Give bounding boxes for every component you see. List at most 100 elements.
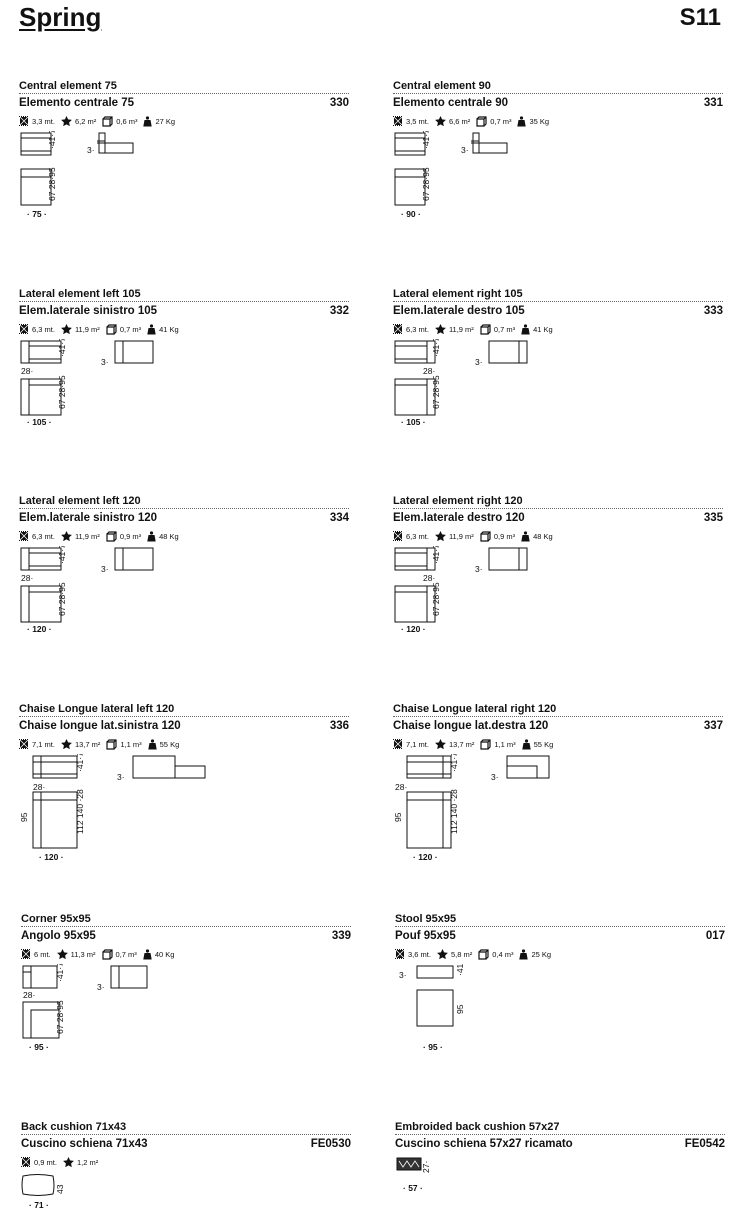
spec-area-value: 11,9 m² bbox=[74, 324, 100, 334]
spec-area-value: 6,6 m² bbox=[448, 116, 471, 126]
fabric-icon bbox=[19, 739, 29, 749]
svg-text:3·: 3· bbox=[117, 772, 125, 782]
spec-volume: 0,9 m³ bbox=[106, 530, 141, 542]
fabric-icon bbox=[393, 116, 403, 126]
spec-area: 11,9 m² bbox=[61, 531, 100, 541]
spec-weight-value: 35 Kg bbox=[529, 116, 550, 126]
svg-text:67 28·95: 67 28·95 bbox=[431, 582, 441, 616]
spec-fabric: 6,3 mt. bbox=[393, 531, 429, 541]
product-row: Pouf 95x95 017 bbox=[395, 927, 725, 945]
width-dimension: · 57 · bbox=[403, 1183, 423, 1193]
product-name-it: Elemento centrale 90 bbox=[393, 97, 509, 109]
svg-text:67 28·95: 67 28·95 bbox=[55, 1000, 65, 1034]
weight-icon bbox=[147, 738, 157, 750]
svg-text:·41·70: ·41·70 bbox=[57, 339, 67, 357]
area-icon bbox=[56, 949, 68, 959]
spec-area: 13,7 m² bbox=[61, 739, 100, 749]
spec-fabric: 0,9 mt. bbox=[21, 1157, 57, 1167]
product-name-en: Back cushion 71x43 bbox=[21, 1120, 351, 1135]
product-name-en: Lateral element right 120 bbox=[393, 494, 723, 509]
svg-text:3·: 3· bbox=[101, 564, 109, 574]
fabric-icon bbox=[21, 1157, 31, 1167]
collection-code: S11 bbox=[679, 4, 721, 31]
spec-area-value: 11,9 m² bbox=[448, 324, 474, 334]
spec-fabric-value: 6,3 mt. bbox=[406, 324, 429, 334]
product-name-it: Elemento centrale 75 bbox=[19, 97, 135, 109]
weight-icon bbox=[147, 530, 156, 542]
svg-text:95: 95 bbox=[455, 1004, 465, 1014]
spec-volume: 0,7 m³ bbox=[480, 323, 515, 335]
svg-text:28·: 28· bbox=[423, 573, 435, 583]
spec-weight: 48 Kg bbox=[147, 530, 179, 542]
product-name-it: Pouf 95x95 bbox=[395, 930, 456, 942]
fabric-icon bbox=[19, 531, 29, 541]
product-name-en: Chaise Longue lateral left 120 bbox=[19, 702, 349, 717]
volume-icon bbox=[102, 115, 113, 127]
spec-fabric: 7,1 mt. bbox=[19, 739, 55, 749]
spec-weight-value: 25 Kg bbox=[531, 949, 552, 959]
fabric-icon bbox=[393, 324, 403, 334]
spec-weight: 27 Kg bbox=[143, 115, 175, 127]
spec-volume-value: 1,1 m³ bbox=[494, 739, 516, 749]
product-code: 331 bbox=[703, 97, 723, 109]
product-code: 335 bbox=[703, 512, 723, 524]
svg-text:·41·70: ·41·70 bbox=[57, 546, 67, 564]
spec-area-value: 13,7 m² bbox=[448, 739, 475, 749]
svg-text:28·: 28· bbox=[21, 366, 33, 376]
svg-text:3·: 3· bbox=[101, 357, 109, 367]
spec-fabric: 6 mt. bbox=[21, 949, 51, 959]
spec-fabric: 6,3 mt. bbox=[19, 531, 55, 541]
product-code: FE0530 bbox=[310, 1138, 351, 1150]
product-name-it: Elem.laterale destro 120 bbox=[393, 512, 525, 524]
spec-fabric: 7,1 mt. bbox=[393, 739, 429, 749]
product-code: 017 bbox=[705, 930, 725, 942]
svg-text:3·: 3· bbox=[399, 970, 407, 980]
product-row: Elemento centrale 90 331 bbox=[393, 94, 723, 112]
svg-text:·41·70: ·41·70 bbox=[75, 754, 85, 772]
fabric-icon bbox=[19, 116, 29, 126]
product-name-en: Lateral element left 120 bbox=[19, 494, 349, 509]
svg-text:112 140 ·28: 112 140 ·28 bbox=[75, 789, 85, 834]
product-code: 337 bbox=[703, 720, 723, 732]
spec-area: 11,9 m² bbox=[61, 324, 100, 334]
spec-weight: 35 Kg bbox=[517, 115, 550, 127]
spec-area: 11,3 m² bbox=[56, 949, 96, 959]
svg-text:3·: 3· bbox=[491, 772, 499, 782]
area-icon bbox=[435, 116, 446, 126]
product-row: Elem.laterale destro 120 335 bbox=[393, 509, 723, 527]
volume-icon bbox=[106, 323, 117, 335]
weight-icon bbox=[143, 948, 152, 960]
spec-volume: 1,1 m³ bbox=[106, 738, 142, 750]
spec-area-value: 11,3 m² bbox=[70, 949, 96, 959]
spec-fabric-value: 7,1 mt. bbox=[32, 739, 55, 749]
spec-weight: 41 Kg bbox=[521, 323, 553, 335]
product-name-en: Corner 95x95 bbox=[21, 912, 351, 927]
drawing-area: 27·· 57 ·27 bbox=[395, 1155, 725, 1195]
width-dimension: · 105 · bbox=[27, 417, 52, 427]
spec-volume: 0,4 m³ bbox=[478, 948, 513, 960]
spec-weight: 41 Kg bbox=[147, 323, 179, 335]
spec-area-value: 11,9 m² bbox=[448, 531, 474, 541]
volume-icon bbox=[106, 530, 117, 542]
spec-area: 11,9 m² bbox=[435, 324, 474, 334]
spec-weight-value: 55 Kg bbox=[159, 739, 180, 749]
